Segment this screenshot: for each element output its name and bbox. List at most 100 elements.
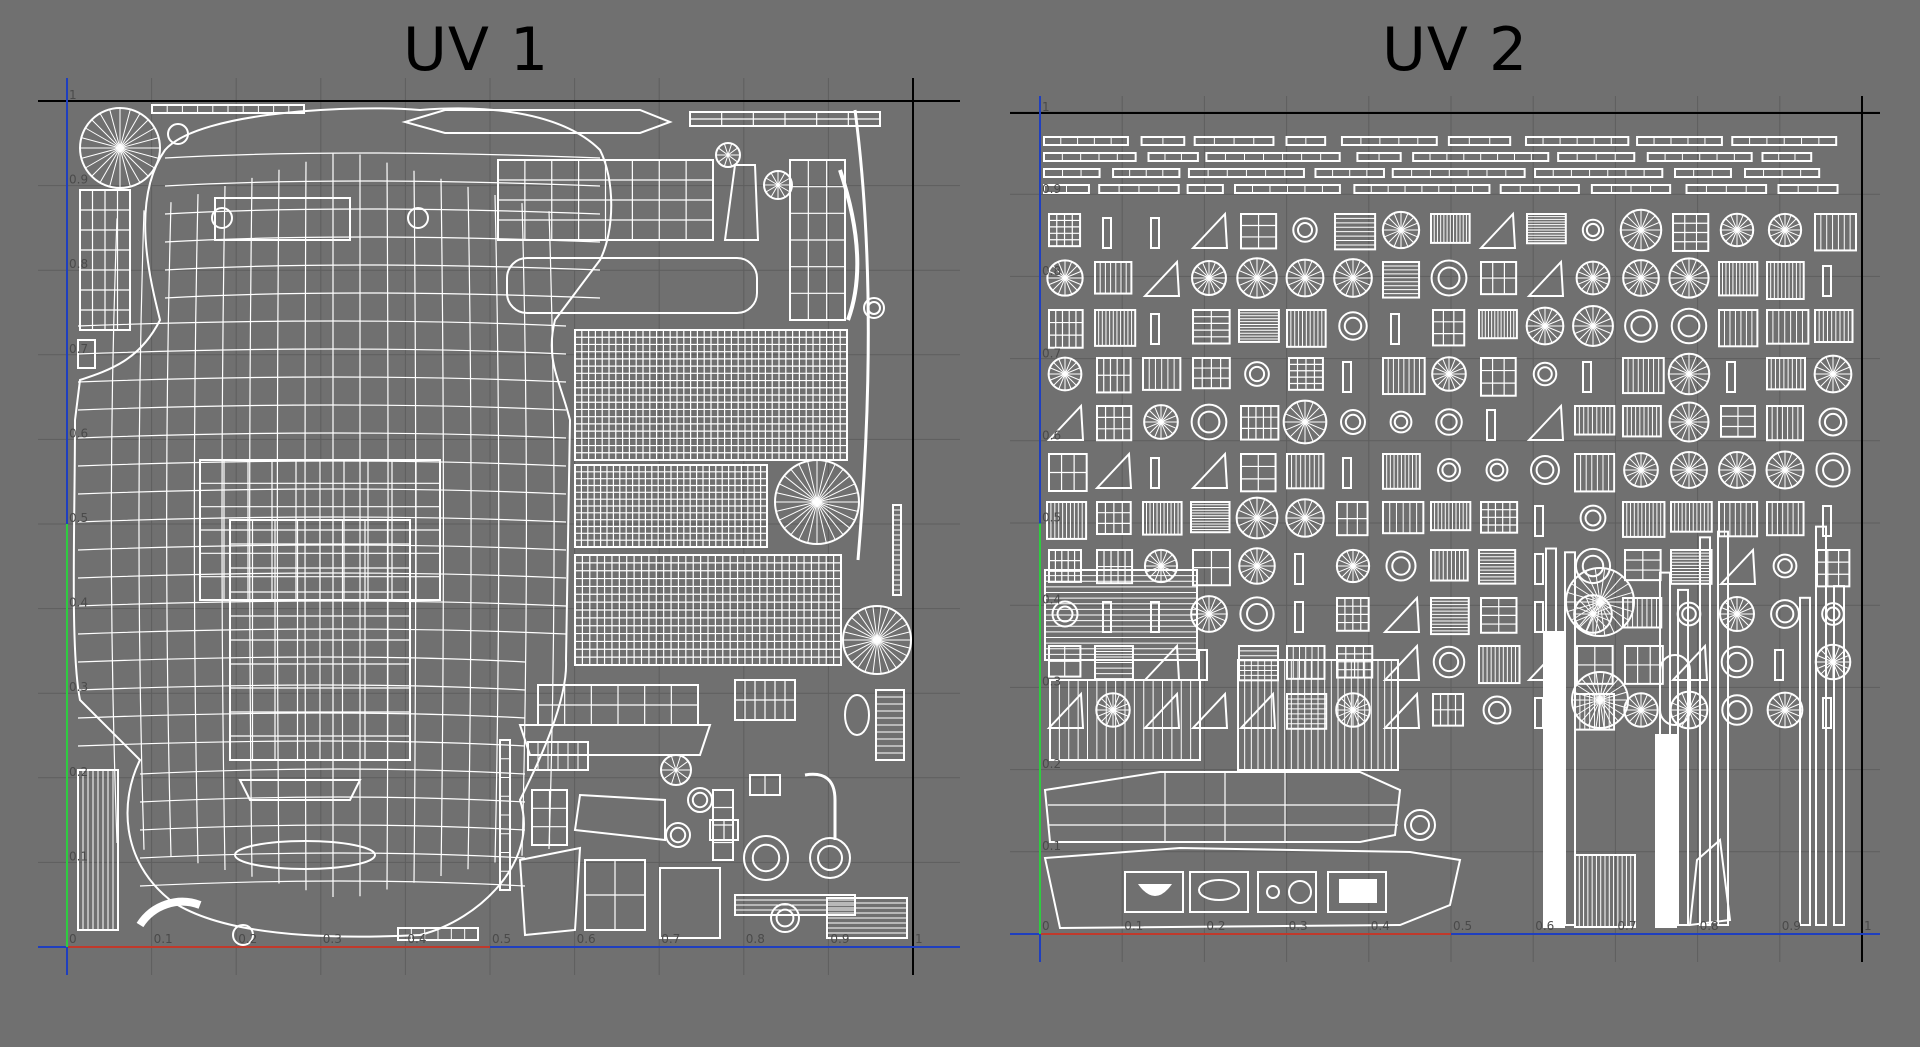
strip-island[interactable]	[1636, 136, 1723, 146]
small-strip-island[interactable]	[1150, 601, 1160, 633]
wedge-island[interactable]	[1142, 643, 1181, 681]
vent-island[interactable]	[734, 679, 796, 721]
panel-island[interactable]	[1048, 549, 1082, 583]
wheel-island[interactable]	[1525, 306, 1565, 346]
ring-island[interactable]	[1432, 645, 1466, 679]
wheel-island[interactable]	[1575, 260, 1611, 296]
wheel-island[interactable]	[1238, 547, 1276, 585]
small-strip-island[interactable]	[1582, 361, 1592, 393]
strip-island[interactable]	[1731, 136, 1838, 146]
door-panel-island[interactable]	[789, 159, 846, 321]
ring-island[interactable]	[1430, 259, 1468, 297]
vent-island[interactable]	[527, 741, 589, 771]
floor-grid-island[interactable]	[574, 554, 842, 666]
panel-island[interactable]	[1096, 501, 1132, 536]
strip-island[interactable]	[397, 927, 479, 941]
ring-island[interactable]	[1772, 553, 1798, 579]
vent-island[interactable]	[1478, 309, 1518, 340]
strip-island[interactable]	[1340, 136, 1438, 146]
uv1-uv-islands[interactable]	[72, 104, 912, 946]
wedge-island[interactable]	[1526, 259, 1565, 297]
vent-island[interactable]	[1718, 309, 1759, 348]
wheel-island[interactable]	[1235, 496, 1279, 540]
wheel-island[interactable]	[1573, 594, 1613, 634]
ring-island[interactable]	[1437, 458, 1461, 482]
wheel-island[interactable]	[1191, 260, 1227, 296]
small-strip-island[interactable]	[1534, 505, 1544, 537]
vent-island[interactable]	[1238, 309, 1280, 343]
panel-island[interactable]	[1096, 357, 1132, 394]
long-strip-island[interactable]	[1833, 585, 1845, 926]
wheel-island[interactable]	[1333, 258, 1373, 298]
wheel-island[interactable]	[1623, 692, 1659, 728]
wheel-island[interactable]	[1719, 212, 1755, 248]
trim-island[interactable]	[838, 169, 860, 321]
strip-island[interactable]	[1391, 168, 1526, 178]
grille-island[interactable]	[1237, 659, 1399, 771]
wheel-island[interactable]	[1767, 212, 1803, 248]
strip-island[interactable]	[1524, 136, 1630, 146]
vent-island[interactable]	[1430, 549, 1469, 582]
wedge-island[interactable]	[1046, 403, 1085, 441]
wheel-island[interactable]	[1143, 404, 1179, 440]
thin-strip-island[interactable]	[892, 504, 902, 596]
wheel-island[interactable]	[1282, 399, 1328, 445]
panel-island[interactable]	[1048, 453, 1088, 492]
vent-island[interactable]	[1718, 501, 1759, 538]
small-bracket[interactable]	[77, 339, 96, 369]
vent-island[interactable]	[1670, 549, 1713, 585]
vent-island[interactable]	[1382, 261, 1421, 299]
ring-island[interactable]	[1670, 307, 1708, 345]
strip-island[interactable]	[1043, 168, 1101, 178]
wheel-island[interactable]	[1718, 595, 1756, 633]
wheel-island[interactable]	[1431, 356, 1467, 392]
small-strip-island[interactable]	[1822, 265, 1832, 297]
strip-island[interactable]	[1646, 152, 1753, 162]
strip-island[interactable]	[1314, 168, 1385, 178]
ring-island[interactable]	[1385, 550, 1417, 582]
ring-island[interactable]	[1770, 599, 1800, 629]
panel-island[interactable]	[1336, 645, 1374, 679]
wheel-island[interactable]	[1670, 451, 1708, 489]
mirror-island[interactable]	[723, 164, 760, 241]
wheel-island[interactable]	[1766, 691, 1804, 729]
wedge-island[interactable]	[1190, 211, 1229, 249]
small-ring-island[interactable]	[167, 123, 189, 145]
panel-island[interactable]	[1192, 357, 1231, 390]
wheel-island[interactable]	[1765, 450, 1805, 490]
ring-island[interactable]	[1818, 407, 1848, 437]
vent-island[interactable]	[1046, 501, 1088, 540]
wheel-island[interactable]	[1619, 208, 1663, 252]
panel-island[interactable]	[1480, 261, 1518, 296]
panel-island[interactable]	[1336, 501, 1369, 537]
strip-island[interactable]	[1187, 168, 1305, 178]
ring-island[interactable]	[1624, 309, 1658, 343]
capsule-island[interactable]	[1659, 654, 1691, 726]
vent-island[interactable]	[1814, 213, 1857, 252]
wheel-island[interactable]	[1047, 356, 1083, 392]
vent-island[interactable]	[1094, 309, 1137, 347]
strip-island[interactable]	[1447, 136, 1512, 146]
panel-island[interactable]	[1288, 357, 1324, 391]
panel-island[interactable]	[1096, 549, 1134, 585]
panel-island[interactable]	[1576, 645, 1614, 685]
wheel-island[interactable]	[1046, 259, 1084, 297]
ring-island[interactable]	[1482, 695, 1512, 725]
box-island[interactable]	[584, 859, 646, 931]
strip-island[interactable]	[1234, 184, 1341, 194]
small-strip-island[interactable]	[1102, 217, 1112, 249]
rear-window-island[interactable]	[506, 257, 758, 314]
strip-island[interactable]	[1098, 184, 1180, 194]
windscreen-island[interactable]	[497, 159, 714, 241]
vent-island[interactable]	[1766, 405, 1805, 442]
wedge-island[interactable]	[1382, 643, 1421, 681]
wedge-island[interactable]	[1382, 691, 1421, 729]
wheel-island[interactable]	[842, 605, 912, 675]
strip-island[interactable]	[1685, 184, 1768, 194]
strip-island[interactable]	[1761, 152, 1813, 162]
panel-island[interactable]	[1816, 549, 1851, 588]
ring-island[interactable]	[1581, 218, 1605, 242]
strip-island[interactable]	[1147, 152, 1199, 162]
